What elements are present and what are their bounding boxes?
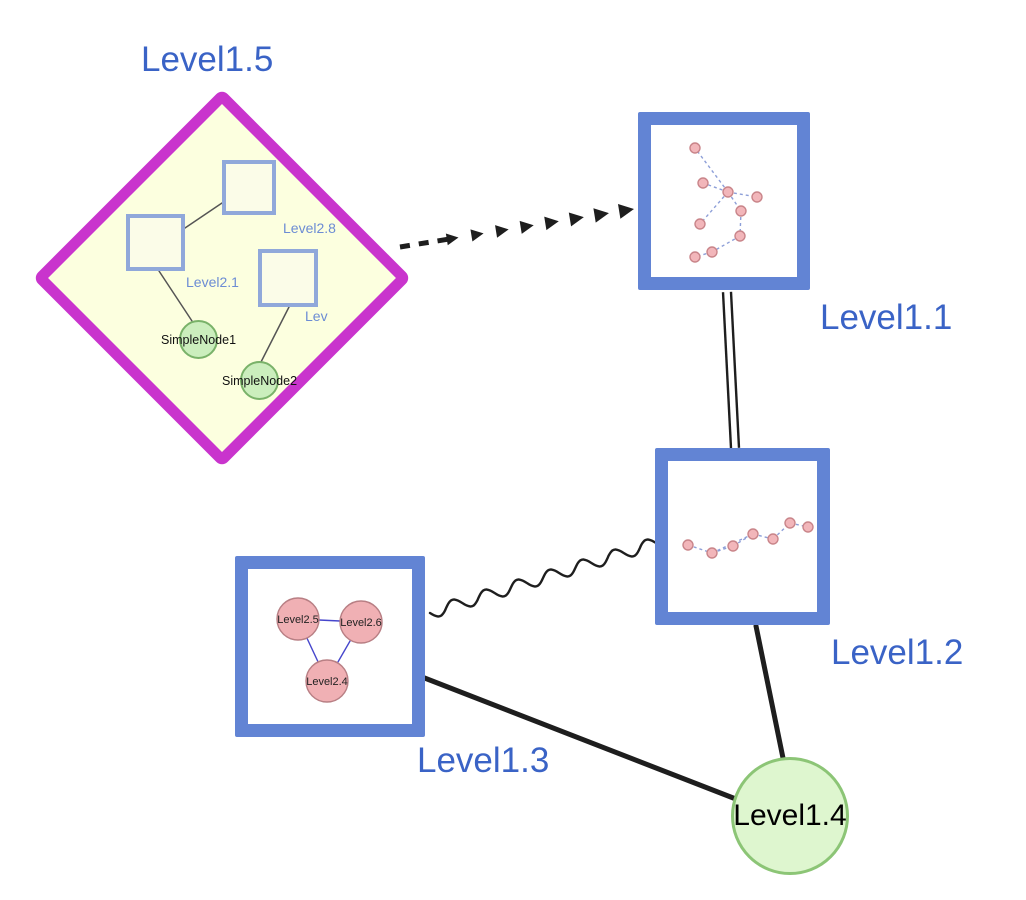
label-simplenode1: SimpleNode1 [160,332,237,347]
node-level2-8-square[interactable] [222,160,276,215]
node-level1-4[interactable]: Level1.4 [731,757,849,875]
node-level2-1-square[interactable] [126,214,185,271]
label-level1-2: Level1.2 [831,633,964,672]
label-level1-5: Level1.5 [141,40,274,79]
node-simplenode2[interactable]: SimpleNode2 [222,361,297,400]
label-level2-8: Level2.8 [283,220,336,236]
label-level1-4: Level1.4 [733,799,847,832]
level1-2-subgraph [682,517,814,559]
node-level1-1[interactable] [638,112,810,290]
label-simplenode2: SimpleNode2 [221,373,298,388]
label-level1-1: Level1.1 [820,298,953,337]
label-lev: Lev [305,308,328,324]
node-lev-square[interactable] [258,249,318,307]
node-simplenode1[interactable]: SimpleNode1 [161,320,236,359]
label-level2-1: Level2.1 [186,274,239,290]
level1-1-subgraph [689,142,763,263]
node-level1-2[interactable] [655,448,830,625]
svg-text:Level2.4: Level2.4 [306,676,348,688]
label-level1-3: Level1.3 [417,741,550,780]
svg-text:Level2.5: Level2.5 [277,614,319,626]
svg-text:Level2.6: Level2.6 [340,617,382,629]
